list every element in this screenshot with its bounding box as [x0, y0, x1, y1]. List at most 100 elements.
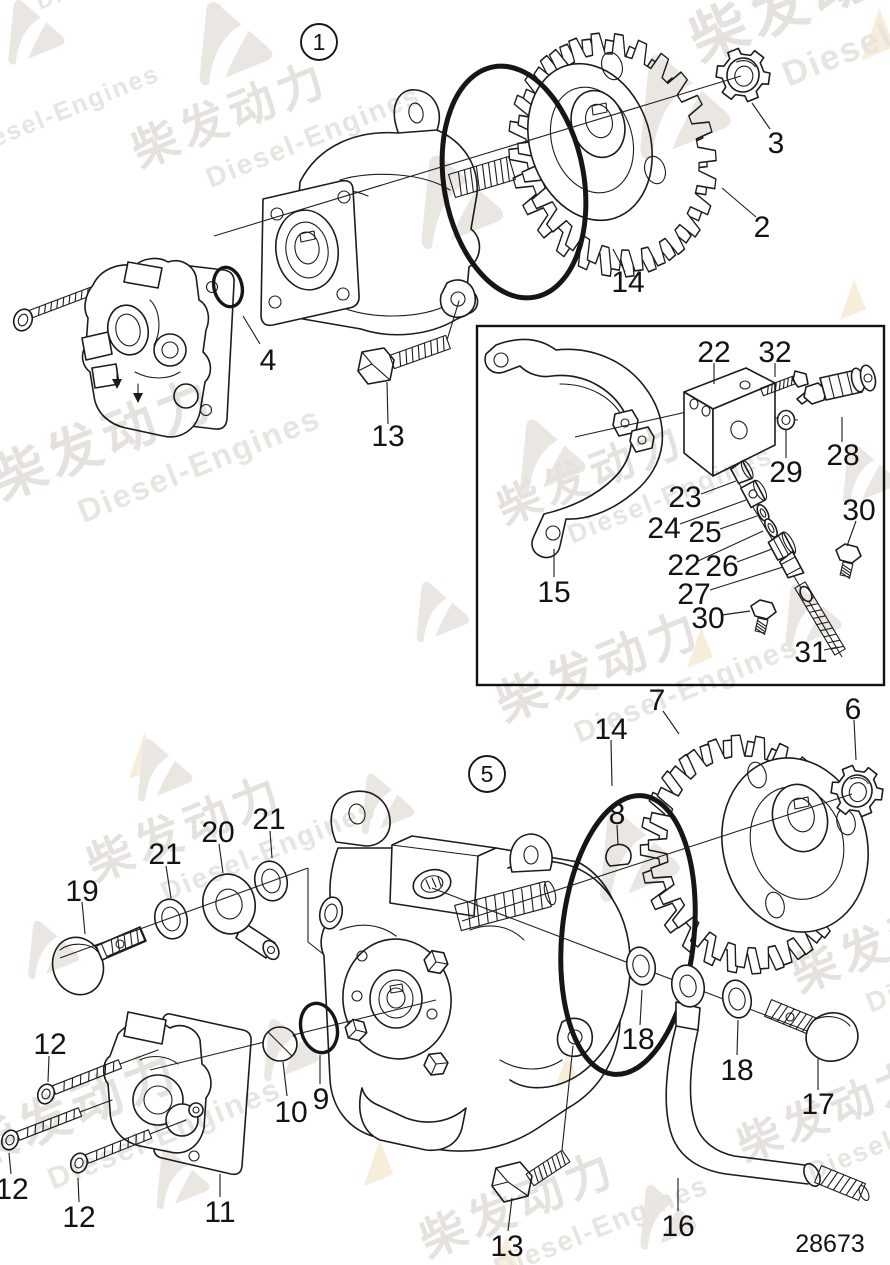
flow-arrow-icon — [112, 367, 143, 403]
callout-leader-line — [507, 1197, 513, 1232]
view-marker-circle — [468, 755, 506, 793]
fuel-pump-lower — [102, 1011, 252, 1176]
callout-label: 4 — [260, 344, 277, 377]
callout-leader-line — [269, 830, 273, 859]
callout-leader-line — [81, 901, 86, 935]
callout-leader-line — [218, 843, 224, 874]
washer-18-left — [625, 946, 657, 986]
watermark-logo-icon — [416, 581, 470, 643]
callout-label: 24 — [647, 512, 680, 545]
o-ring-14-lower — [558, 793, 698, 1077]
callout-leader-line — [721, 187, 757, 218]
callout-leader-line — [639, 989, 643, 1026]
watermark-triangle — [555, 1053, 578, 1088]
callout-label: 30 — [691, 602, 724, 635]
callout-label: 27 — [677, 578, 710, 611]
callout-label: 21 — [148, 838, 181, 871]
callout-label: 18 — [621, 1023, 654, 1056]
socket-bolt-12-a — [36, 1049, 159, 1105]
callout-label: 18 — [720, 1054, 753, 1087]
callout-leader-line — [721, 610, 751, 616]
watermark-logo-icon — [156, 1148, 210, 1210]
callout-leader-line — [853, 719, 857, 761]
watermark-triangle — [492, 1235, 519, 1265]
callout-label: 3 — [768, 127, 785, 160]
socket-bolt-12-b — [0, 1099, 113, 1151]
callout-leader-line — [719, 515, 758, 530]
callout-label: 22 — [667, 549, 700, 582]
watermark-text-cluster: Diesel-Engines — [33, 0, 217, 15]
watermark-logo-icon — [421, 155, 503, 250]
valve-28 — [796, 364, 877, 405]
washer-29 — [776, 409, 796, 431]
callout-leader-line — [386, 381, 389, 425]
nut-26 — [767, 531, 797, 561]
callout-leader-line — [823, 646, 839, 651]
bracket-15 — [484, 338, 664, 559]
callout-label: 32 — [758, 336, 791, 369]
callout-leader-line — [242, 315, 261, 345]
plug-30-left — [750, 599, 777, 635]
hex-bolt-head — [423, 1052, 449, 1076]
callout-label: 9 — [313, 1083, 330, 1116]
callout-leader-line — [751, 102, 771, 130]
callout-label: 21 — [252, 803, 285, 836]
callout-leader-line — [679, 499, 747, 525]
fitting-23 — [730, 460, 754, 485]
hex-bolt-head — [423, 949, 449, 975]
plug-30-right — [835, 543, 862, 579]
callout-leader-line — [47, 1055, 50, 1083]
callout-leader-line — [165, 865, 172, 899]
callout-label: 22 — [697, 336, 730, 369]
union-20 — [202, 873, 280, 961]
callout-label: 12 — [62, 1201, 95, 1234]
watermark-logo-icon — [137, 739, 193, 802]
callout-label: 19 — [65, 875, 98, 908]
hose-16 — [665, 964, 870, 1201]
o-ring-9 — [298, 1001, 340, 1055]
callout-label: 20 — [201, 816, 234, 849]
callout-label: 10 — [274, 1096, 307, 1129]
callout-label: 15 — [537, 576, 570, 609]
callout-leader-line — [700, 480, 737, 495]
callout-label: 5 — [481, 761, 494, 787]
callout-leader-line — [612, 248, 626, 273]
watermark-triangle — [861, 8, 890, 61]
callout-leader-line — [846, 520, 857, 547]
watermark-logo-icon — [842, 443, 890, 506]
inset-box — [475, 324, 886, 687]
watermark-triangle — [840, 279, 867, 320]
callout-label: 2 — [754, 211, 771, 244]
callout-label: 29 — [769, 456, 802, 489]
washer-25 — [756, 503, 770, 523]
callout-leader-line — [709, 566, 784, 591]
nut-6 — [830, 764, 884, 818]
watermark-en-text: Diesel-Engines — [33, 0, 217, 15]
callout-leader-line — [662, 710, 680, 735]
callout-leader-line — [697, 530, 764, 562]
watermark-logo-icon — [640, 55, 731, 159]
callout-label: 13 — [371, 420, 404, 453]
banjo-bolt-17 — [764, 999, 859, 1062]
vacuum-pump-lower — [318, 790, 632, 1152]
callout-label: 17 — [801, 1088, 834, 1121]
callout-label: 1 — [313, 29, 326, 55]
watermark-logo-icon — [263, 1019, 319, 1082]
callout-label: 12 — [33, 1028, 66, 1061]
block-22 — [683, 367, 776, 477]
watermark-logo-icon — [640, 1185, 697, 1250]
callout-leader-line — [610, 739, 613, 787]
inset-border — [475, 324, 886, 687]
flange-bolt-13-upper — [357, 334, 451, 385]
callout-leader-line — [8, 1152, 12, 1175]
hex-bolt-head — [344, 1018, 368, 1042]
watermark-logo-icon — [199, 2, 273, 86]
callout-leader-line — [736, 548, 773, 563]
watermark-triangle — [687, 627, 714, 668]
watermark-logo-icon — [785, 584, 842, 649]
drawing-number: 28673 — [795, 1230, 865, 1258]
callout-label: 6 — [845, 693, 862, 726]
nut-3 — [715, 47, 771, 103]
